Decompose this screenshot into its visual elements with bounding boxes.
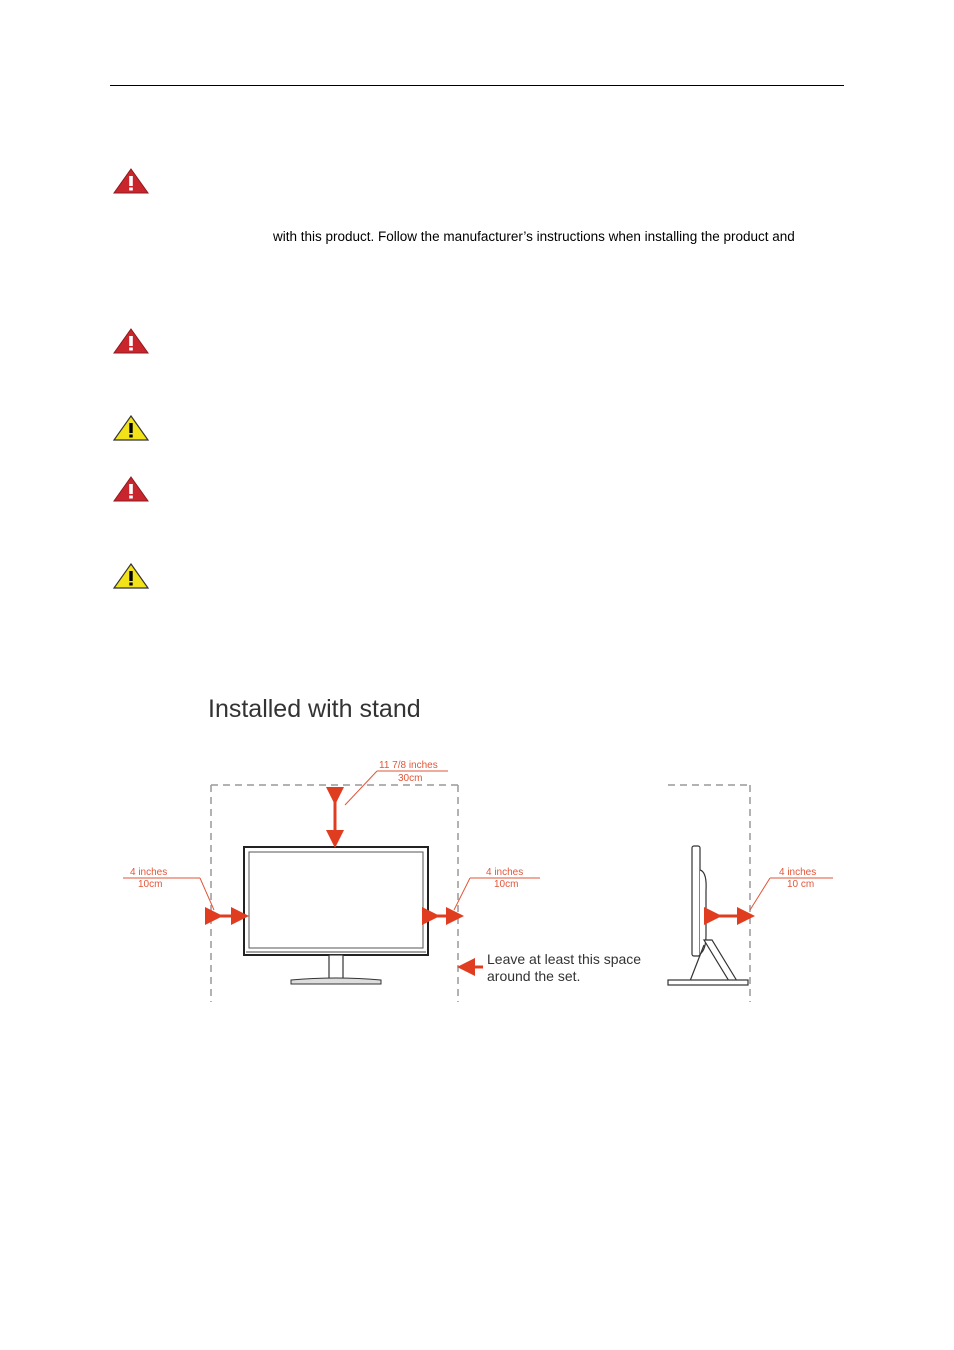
right-clearance-metric: 10cm (494, 879, 518, 890)
monitor-side-view (667, 845, 749, 986)
warning-red-triangle-icon (112, 328, 150, 354)
diagram-title: Installed with stand (208, 695, 421, 723)
header-rule (110, 85, 844, 86)
warning-red-triangle-icon (112, 476, 150, 502)
right-clearance-imperial: 4 inches (486, 867, 523, 878)
warning-yellow-triangle-icon (112, 415, 150, 441)
side-clearance-metric: 10 cm (787, 879, 814, 890)
left-clearance-metric: 10cm (138, 879, 162, 890)
side-clearance-imperial: 4 inches (779, 867, 816, 878)
side-clearance-box (668, 784, 751, 1002)
instruction-text: with this product. Follow the manufactur… (273, 229, 795, 244)
clearance-note-line1: Leave at least this space (487, 951, 641, 967)
clearance-note-line2: around the set. (487, 968, 580, 984)
left-clearance-imperial: 4 inches (130, 867, 167, 878)
monitor-front-view (243, 846, 429, 985)
warning-yellow-triangle-icon (112, 563, 150, 589)
top-clearance-metric: 30cm (398, 773, 422, 784)
warning-red-triangle-icon (112, 168, 150, 194)
top-clearance-imperial: 11 7/8 inches (379, 760, 438, 771)
